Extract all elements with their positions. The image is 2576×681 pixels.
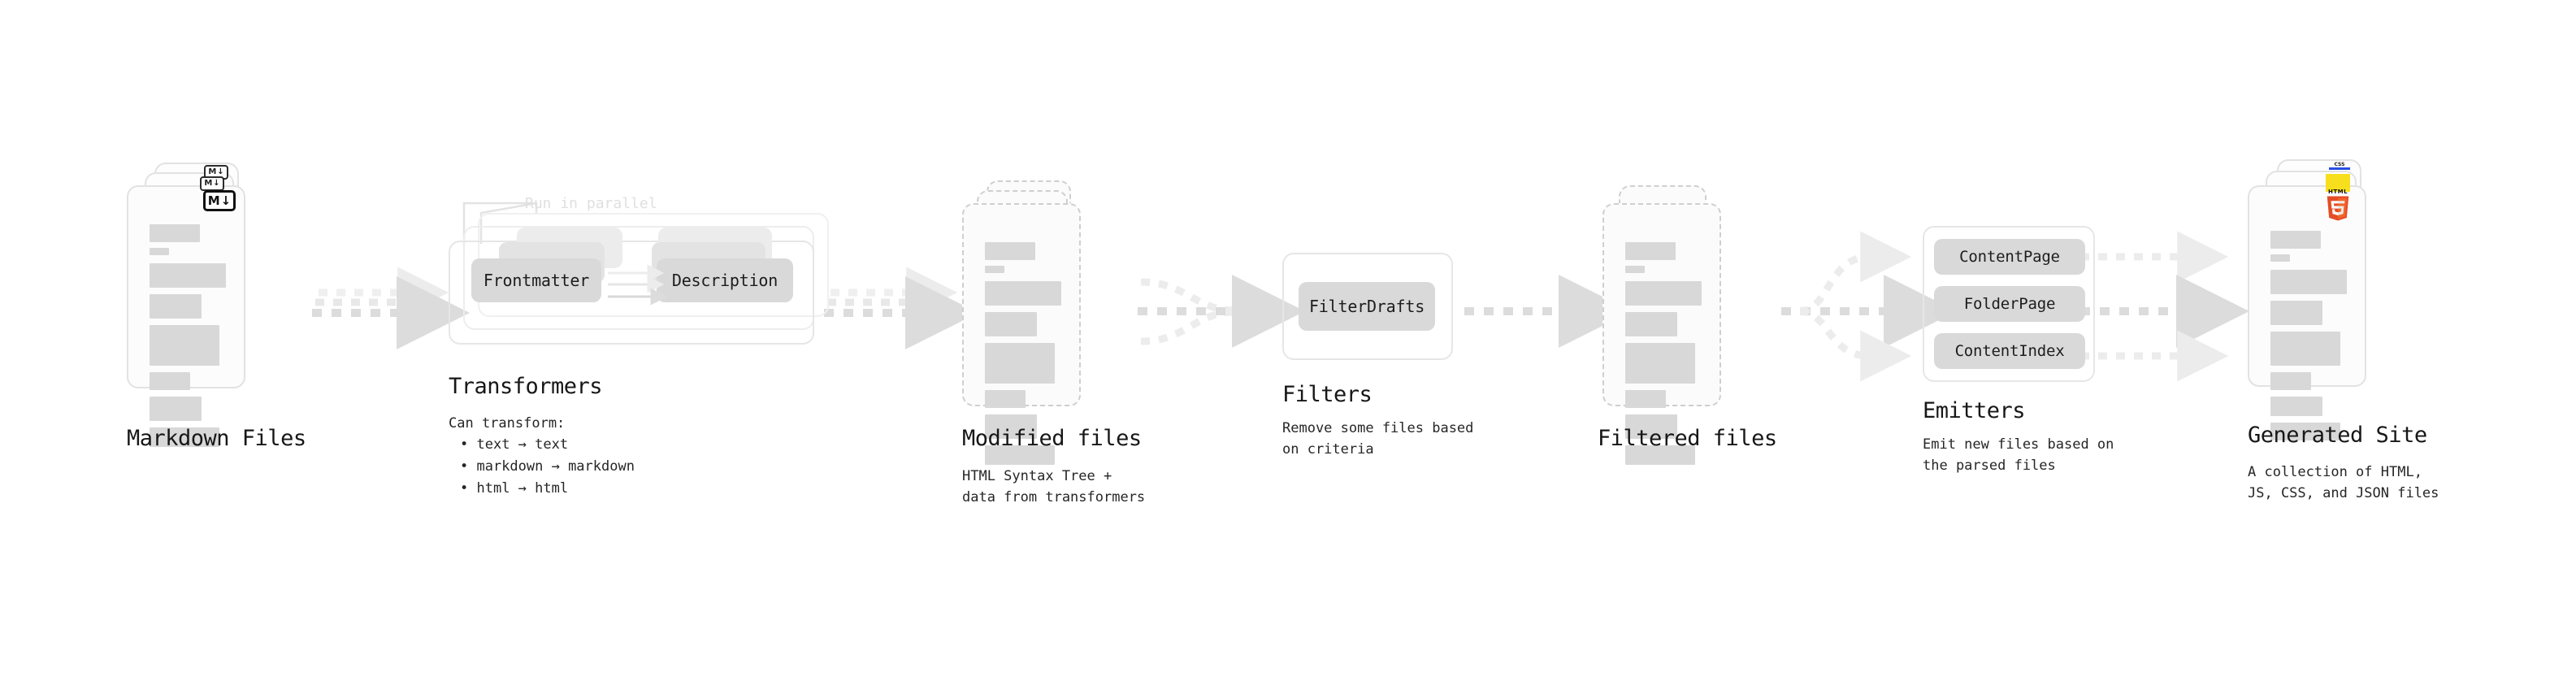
doc-bar — [2270, 270, 2347, 294]
doc-bar — [1625, 281, 1702, 306]
filter-chip-filterdrafts[interactable]: FilterDrafts — [1299, 282, 1435, 331]
markdown-icon-arrow: ↓ — [220, 193, 232, 208]
doc-bar — [985, 445, 1055, 465]
doc-bar — [1625, 312, 1677, 336]
markdown-card-lines — [150, 224, 226, 447]
arrow-modified-to-filters — [1138, 275, 1305, 348]
doc-bar — [2270, 254, 2290, 262]
doc-bar — [1625, 445, 1695, 465]
markdown-icon-letter: M — [204, 179, 213, 188]
transformers-subtitle-heading: Can transform: — [449, 415, 566, 432]
doc-bar — [2270, 397, 2322, 416]
doc-bar — [150, 224, 200, 242]
emitter-chip-contentindex[interactable]: ContentIndex — [1934, 333, 2085, 369]
markdown-card-front — [127, 185, 245, 447]
transformers-bullet-label: html → html — [476, 480, 569, 497]
modified-files-subtitle: HTML Syntax Tree + data from transformer… — [962, 468, 1146, 506]
transformers-title: Transformers — [449, 374, 603, 399]
doc-bar — [1625, 242, 1676, 260]
doc-bar — [150, 325, 219, 366]
markdown-icon-arrow: ↓ — [213, 179, 220, 188]
transformers-bullet-1: • markdown → markdown — [460, 456, 635, 477]
arrow-md-to-transformers — [312, 267, 470, 349]
markdown-icon: M↓ — [203, 190, 236, 211]
transformer-chip-frontmatter[interactable]: Frontmatter — [471, 258, 601, 302]
transformers-bullet-2: • html → html — [460, 478, 568, 499]
html5-shield — [2327, 196, 2349, 221]
doc-bar — [2270, 423, 2340, 440]
run-in-parallel-label: Run in parallel — [525, 195, 657, 212]
arrow-filtered-to-emitters — [1781, 231, 1957, 382]
doc-bar — [985, 312, 1037, 336]
arrow-emitters-to-site — [2080, 231, 2249, 382]
doc-bar — [2270, 231, 2321, 249]
markdown-icon-letter: M — [207, 193, 220, 208]
doc-bar — [150, 372, 190, 390]
js-icon — [2326, 174, 2350, 192]
css-icon-underline — [2329, 167, 2350, 170]
filters-container[interactable] — [1282, 253, 1453, 360]
filtered-card-lines — [1625, 242, 1702, 465]
doc-bar — [2270, 332, 2340, 366]
html5-icon-label: HTML — [2327, 189, 2348, 195]
doc-bar — [150, 248, 169, 255]
transformers-bullet-0: • text → text — [460, 434, 568, 455]
filtered-files-title: Filtered files — [1598, 426, 1777, 451]
doc-bar — [2270, 301, 2322, 325]
css-icon: CSS — [2329, 162, 2350, 170]
doc-bar — [985, 414, 1037, 439]
css-icon-label: CSS — [2334, 162, 2345, 167]
site-card-front — [2248, 185, 2366, 440]
emitter-chip-contentpage[interactable]: ContentPage — [1934, 239, 2085, 275]
bullet-dot: • — [460, 480, 477, 497]
doc-bar — [150, 427, 219, 447]
doc-bar — [985, 390, 1026, 408]
filters-subtitle: Remove some files based on criteria — [1282, 420, 1474, 458]
modified-card-lines — [985, 242, 1061, 465]
site-card-lines — [2270, 231, 2347, 440]
transformer-chip-description[interactable]: Description — [657, 258, 793, 302]
arrow-transformers-to-modified — [824, 267, 978, 349]
doc-bar — [150, 263, 226, 288]
doc-bar — [985, 281, 1061, 306]
emitter-chip-folderpage[interactable]: FolderPage — [1934, 286, 2085, 322]
modified-files-title: Modified files — [962, 426, 1142, 451]
doc-bar — [985, 266, 1004, 273]
transformer-inner-arrows — [608, 264, 668, 306]
doc-bar — [1625, 343, 1695, 384]
filters-title: Filters — [1282, 382, 1373, 407]
bullet-dot: • — [460, 436, 477, 453]
html5-icon: HTML — [2324, 189, 2352, 221]
markdown-icon-back-1: M↓ — [200, 176, 224, 191]
modified-card-front — [962, 203, 1081, 465]
generated-site-title: Generated Site — [2248, 423, 2427, 448]
doc-bar — [1625, 390, 1666, 408]
markdown-icon-arrow: ↓ — [217, 167, 224, 176]
bullet-dot: • — [460, 458, 477, 475]
doc-bar — [985, 343, 1055, 384]
transformers-bullet-label: text → text — [476, 436, 569, 453]
transformer-container-front[interactable] — [449, 241, 814, 345]
markdown-files-title: Markdown Files — [127, 426, 306, 451]
doc-bar — [1625, 266, 1645, 273]
filtered-card-front — [1602, 203, 1721, 465]
doc-bar — [150, 397, 202, 421]
generated-site-subtitle: A collection of HTML, JS, CSS, and JSON … — [2248, 464, 2439, 502]
doc-bar — [150, 294, 202, 319]
markdown-icon-letter: M — [208, 167, 217, 176]
doc-bar — [2270, 372, 2311, 390]
markdown-icon-back-2: M↓ — [204, 165, 228, 180]
emitters-container[interactable] — [1923, 226, 2095, 382]
transformers-bullet-label: markdown → markdown — [476, 458, 635, 475]
doc-bar — [985, 242, 1035, 260]
emitters-subtitle: Emit new files based on the parsed files — [1923, 436, 2114, 475]
emitters-title: Emitters — [1923, 398, 2026, 423]
doc-bar — [1625, 414, 1677, 439]
